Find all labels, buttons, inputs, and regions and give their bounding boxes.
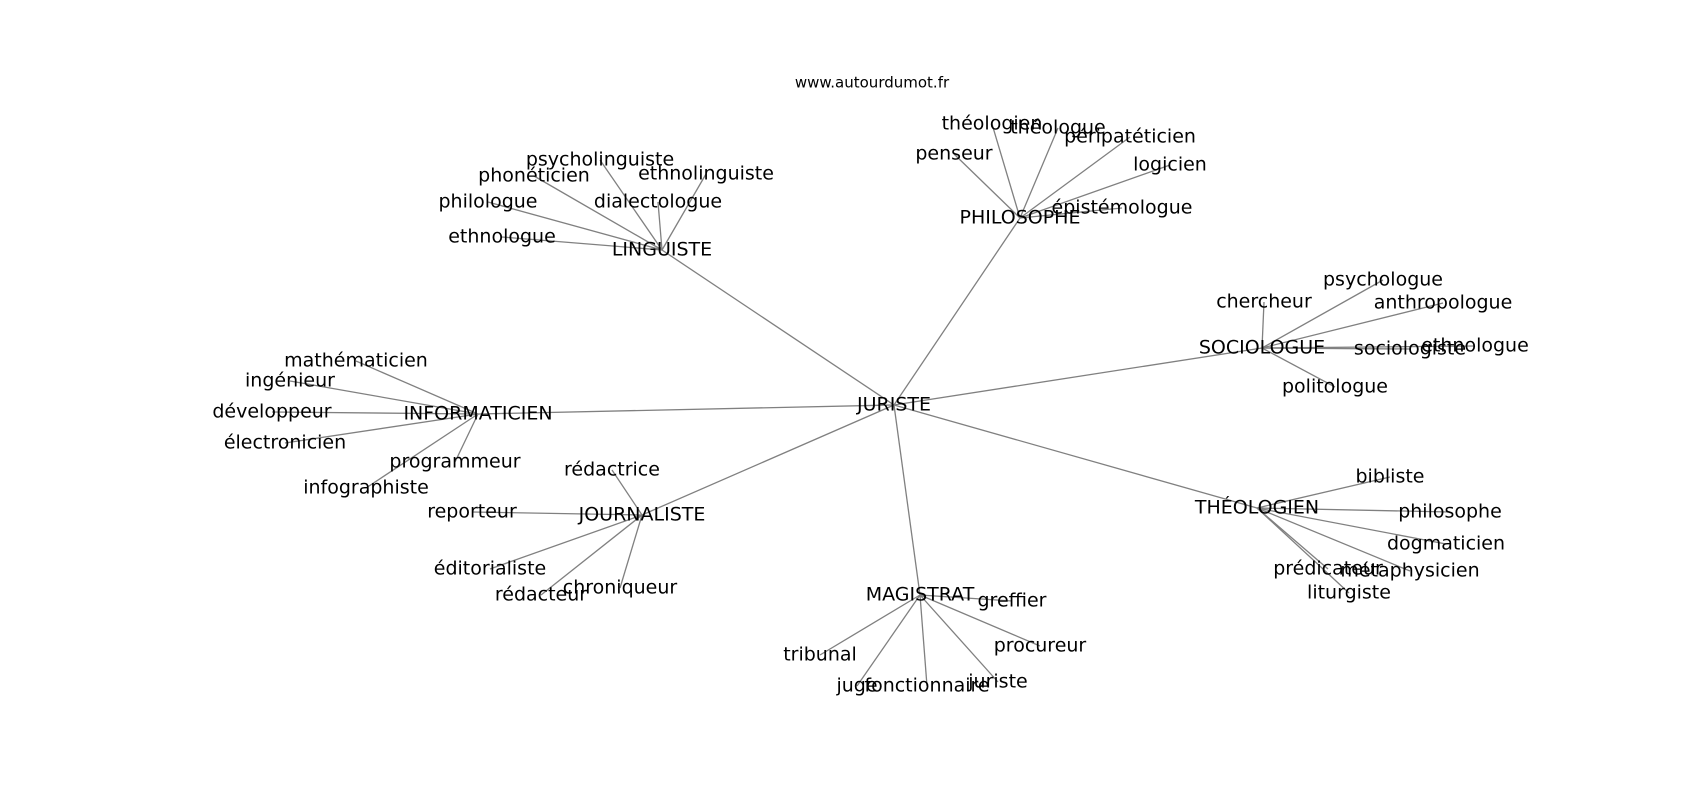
leaf-node[interactable]: politologue [1282,376,1388,398]
edge-hub-leaf [953,153,1021,219]
leaf-node[interactable]: mathématicien [284,350,428,372]
leaf-node[interactable]: fonctionnaire [864,675,989,697]
edge-hub-leaf [1261,302,1444,349]
leaf-node[interactable]: sociologiste [1354,338,1466,360]
leaf-node[interactable]: épistémologue [1052,197,1193,219]
edge-hub-leaf [856,594,921,687]
edge-hub-leaf [1019,136,1131,219]
center-node[interactable]: JURISTE [856,394,931,416]
leaf-node[interactable]: penseur [915,143,992,165]
edge-hub-leaf [1019,207,1123,219]
edge-hub-leaf [501,236,663,251]
leaf-node[interactable]: psychologue [1323,269,1443,291]
leaf-node[interactable]: anthropologue [1374,292,1513,314]
edge-hub-leaf [1256,507,1411,572]
edge-hub-leaf [1019,127,1059,219]
leaf-node[interactable]: tribunal [783,644,857,666]
leaf-node[interactable]: juriste [967,671,1027,693]
edge-hub-leaf [1256,507,1451,513]
leaf-node[interactable]: éditorialiste [434,558,546,580]
leaf-node[interactable]: métaphysicien [1340,560,1479,582]
site-url: www.autourdumot.fr [795,74,950,92]
leaf-node[interactable]: ethnolinguiste [638,163,774,185]
edge-hub-leaf [619,514,643,589]
edge-hub-leaf [919,594,928,687]
leaf-node[interactable]: chroniqueur [563,577,678,599]
edge-hub-leaf [471,511,643,516]
leaf-node[interactable]: rédacteur [495,584,587,606]
edge-hub-leaf [284,413,479,444]
edge-center-hub [893,404,921,596]
edge-hub-leaf [1019,164,1171,219]
leaf-node[interactable]: prédicateur [1273,558,1383,580]
leaf-node[interactable]: ethnologue [448,226,556,248]
edge-center-hub [893,404,1258,509]
edge-hub-leaf [1261,347,1336,388]
leaf-node[interactable]: logicien [1133,154,1207,176]
edge-hub-leaf [1261,347,1411,350]
edge-hub-leaf [611,469,643,516]
edge-hub-leaf [487,201,663,251]
edge-center-hub [893,217,1021,406]
edge-hub-leaf [919,594,1041,647]
edge-hub-leaf [1256,507,1350,594]
edge-hub-leaf [919,594,999,683]
hub-node[interactable]: THÉOLOGIEN [1194,496,1319,519]
hub-node[interactable]: LINGUISTE [612,239,712,261]
edge-hub-leaf [1256,476,1391,509]
leaf-node[interactable]: théologien [942,113,1043,135]
leaf-node[interactable]: rédactrice [564,459,660,481]
leaf-node[interactable]: développeur [212,401,331,423]
hub-node[interactable]: INFORMATICIEN [403,403,552,425]
edge-hub-leaf [661,173,707,251]
edge-center-hub [477,404,895,415]
edge-center-hub [641,404,895,516]
leaf-node[interactable]: philosophe [1398,501,1502,523]
edge-hub-leaf [657,201,663,251]
edge-hub-leaf [1256,507,1447,545]
edges [271,123,1476,687]
leaf-node[interactable]: programmeur [389,451,520,473]
leaf-node[interactable]: phonéticien [478,165,590,187]
edge-hub-leaf [365,413,479,489]
edge-hub-leaf [991,123,1021,219]
leaf-node[interactable]: procureur [994,635,1087,657]
leaf-node[interactable]: ethnologue [1421,335,1529,357]
edge-hub-leaf [533,175,663,251]
edge-hub-leaf [454,413,479,463]
leaf-node[interactable]: dogmaticien [1387,533,1505,555]
edge-hub-leaf [289,380,479,415]
edge-hub-leaf [355,360,479,415]
leaf-node[interactable]: chercheur [1216,291,1312,313]
edge-center-hub [893,347,1263,406]
edge-hub-leaf [489,514,643,570]
leaf-node[interactable]: philologue [439,191,538,213]
edge-center-hub [661,249,895,406]
edge-hub-leaf [540,514,643,596]
leaf-node[interactable]: juge [835,675,877,697]
hub-node[interactable]: JOURNALISTE [578,504,706,526]
edge-hub-leaf [819,594,921,656]
leaf-node[interactable]: ingénieur [245,370,335,392]
hub-node[interactable]: SOCIOLOGUE [1199,337,1325,359]
leaf-node[interactable]: bibliste [1356,466,1425,488]
leaf-node[interactable]: liturgiste [1307,582,1391,604]
edge-hub-leaf [271,411,479,415]
edge-hub-leaf [599,159,663,251]
edge-hub-leaf [919,594,1013,602]
leaf-node[interactable]: infographiste [303,477,429,499]
edge-hub-leaf [1261,279,1384,349]
nodes: JURISTE LINGUISTE psycholinguistephonétici… [212,113,1528,697]
leaf-node[interactable]: électronicien [224,432,346,454]
leaf-node[interactable]: péripatéticien [1064,126,1196,148]
leaf-node[interactable]: psycholinguiste [526,149,674,171]
edge-hub-leaf [1261,301,1265,349]
hub-node[interactable]: PHILOSOPHE [960,207,1081,229]
hub-node[interactable]: MAGISTRAT [866,584,975,606]
leaf-node[interactable]: dialectologue [594,191,722,213]
leaf-node[interactable]: greffier [977,590,1046,612]
leaf-node[interactable]: théologue [1010,117,1106,139]
leaf-node[interactable]: reporteur [427,501,517,523]
